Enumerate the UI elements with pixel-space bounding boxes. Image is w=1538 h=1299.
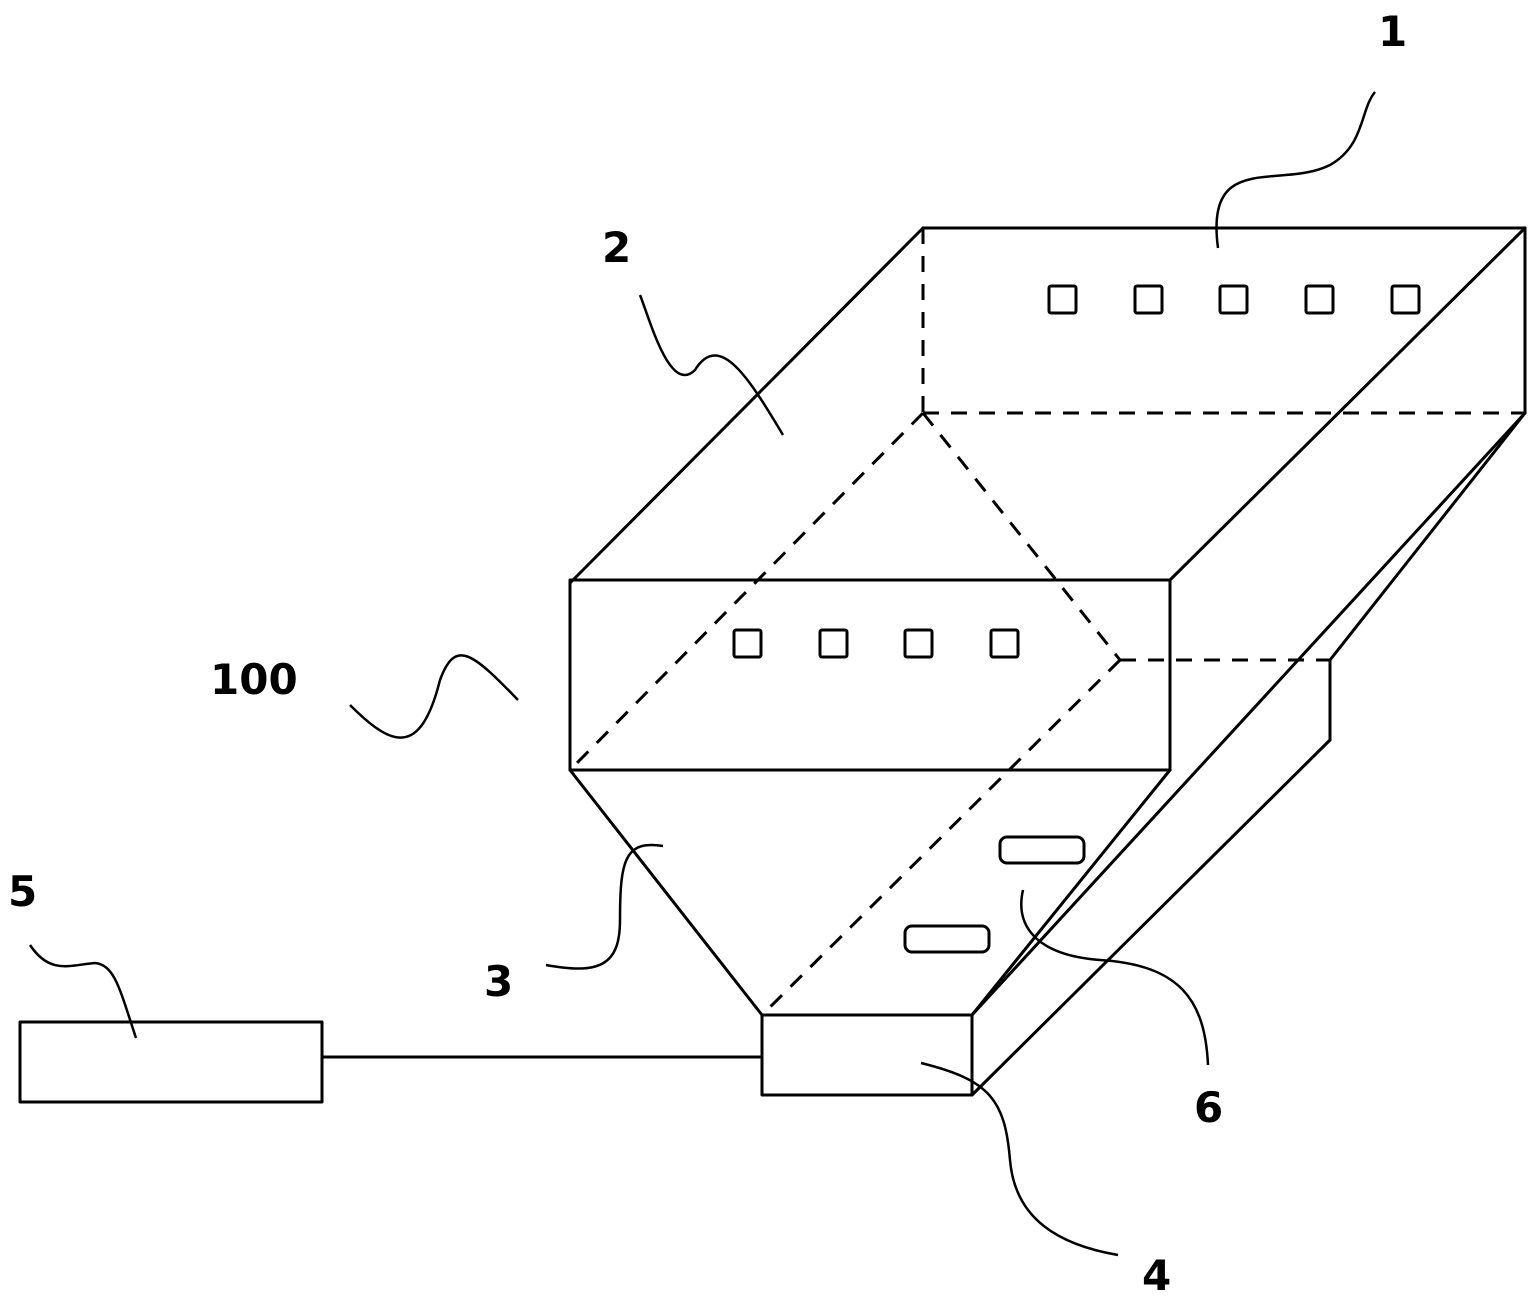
label-6: 6 <box>1194 1083 1223 1132</box>
inclined-body <box>568 226 1527 1017</box>
hopper <box>568 768 764 1017</box>
label-100: 100 <box>210 655 298 704</box>
top-chamber <box>921 226 1527 415</box>
leader-lines <box>28 91 1376 1257</box>
holes-front-row <box>732 628 1020 659</box>
label-3: 3 <box>484 957 513 1006</box>
slots <box>903 835 1086 954</box>
side-plate <box>970 658 1332 1097</box>
reference-labels: 1 2 3 4 5 6 100 <box>8 7 1407 1299</box>
label-1: 1 <box>1378 7 1407 56</box>
holes-top-row <box>1047 284 1421 315</box>
controller-box <box>18 1020 764 1104</box>
label-2: 2 <box>602 223 631 272</box>
label-5: 5 <box>8 867 37 916</box>
outlet-box <box>760 1013 974 1097</box>
label-4: 4 <box>1142 1251 1171 1299</box>
